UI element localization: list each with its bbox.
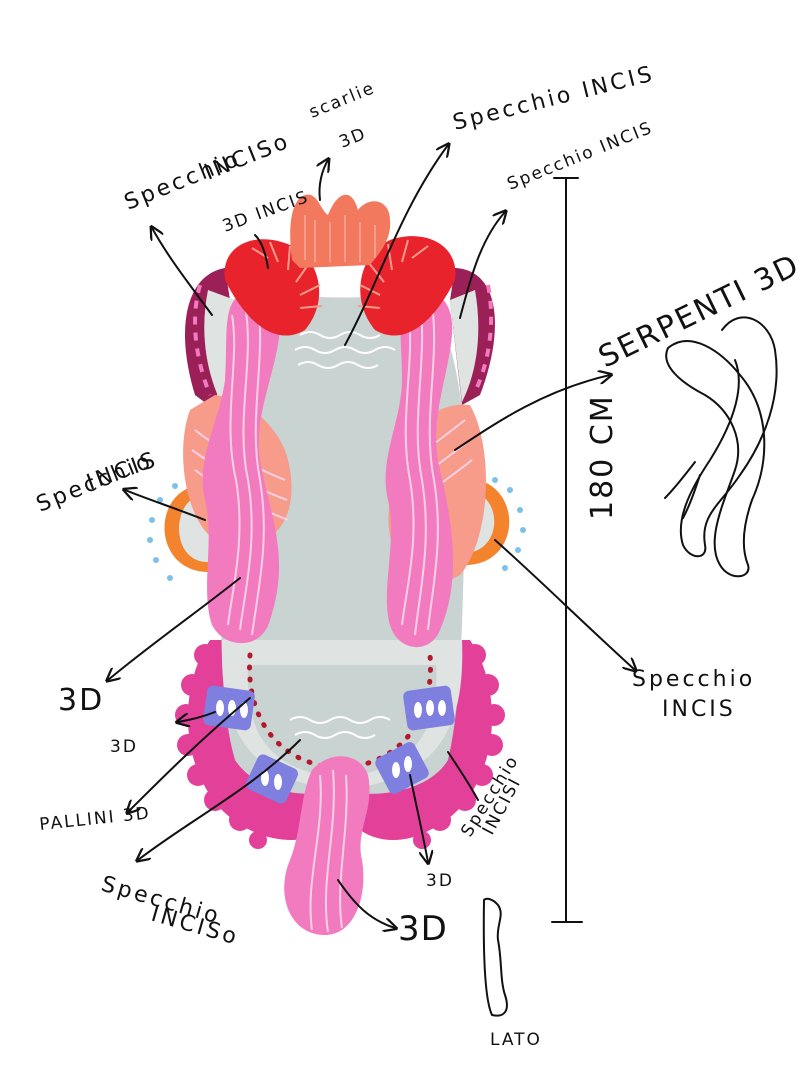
label-left-mid-line2: INCIS bbox=[84, 447, 162, 496]
label-center-top: Specchio INCIS bbox=[450, 62, 657, 136]
annotation-arrows bbox=[108, 145, 635, 928]
label-scarlet-line2: 3D bbox=[336, 124, 369, 153]
label-left-3d-small: 3D bbox=[110, 737, 138, 757]
label-height-dimension: 180 CM bbox=[585, 394, 620, 520]
label-right-low-line1: Specchio bbox=[632, 667, 755, 692]
lilac-blocks bbox=[203, 685, 455, 804]
label-right-low-line2: INCIS bbox=[662, 697, 736, 722]
label-bottom-3d-small: 3D bbox=[426, 871, 454, 891]
left-pink-column bbox=[202, 291, 281, 644]
label-scarlet-line1: scarlie bbox=[306, 78, 378, 123]
label-serpenti-right: SERPENTI 3D bbox=[593, 248, 805, 376]
height-dimension bbox=[551, 177, 583, 923]
bottom-pink-drop bbox=[284, 756, 370, 935]
label-right-top: Specchio INCIS bbox=[504, 118, 656, 195]
label-lato: LATO bbox=[490, 1030, 542, 1050]
serpenti-sketch bbox=[664, 316, 778, 578]
label-bottom-3d: 3D bbox=[398, 909, 448, 949]
label-left-3d: 3D bbox=[58, 683, 104, 718]
label-pallini: PALLINI 3D bbox=[38, 803, 151, 835]
label-top-left-line2: INCISo bbox=[201, 129, 294, 186]
side-view-sketch bbox=[482, 897, 508, 1017]
mirror-body bbox=[147, 194, 526, 935]
